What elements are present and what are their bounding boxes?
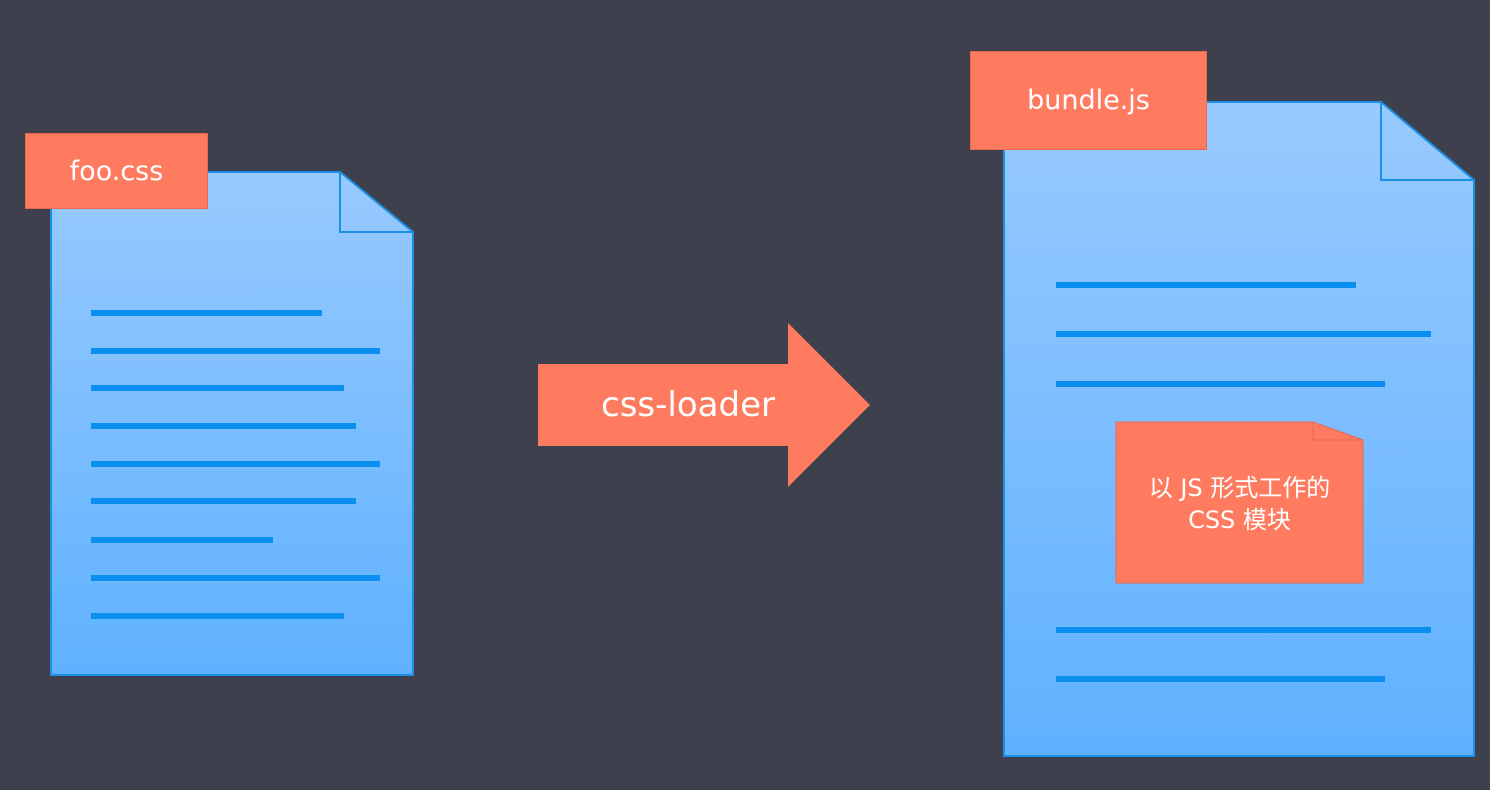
loader-label: css-loader bbox=[538, 364, 838, 446]
output-text-lines bbox=[1056, 282, 1431, 682]
output-file-name: bundle.js bbox=[1027, 85, 1150, 116]
inner-module-line2: CSS 模块 bbox=[1188, 506, 1291, 534]
loader-name: css-loader bbox=[601, 385, 775, 425]
output-file-label: bundle.js bbox=[970, 51, 1207, 150]
source-file-name: foo.css bbox=[69, 155, 164, 187]
inner-module-text: 以 JS 形式工作的 CSS 模块 bbox=[1116, 472, 1363, 536]
source-text-lines bbox=[91, 310, 380, 619]
inner-module-line1: 以 JS 形式工作的 bbox=[1148, 474, 1331, 502]
inner-module-note bbox=[1115, 421, 1364, 584]
source-file-label: foo.css bbox=[25, 133, 208, 209]
